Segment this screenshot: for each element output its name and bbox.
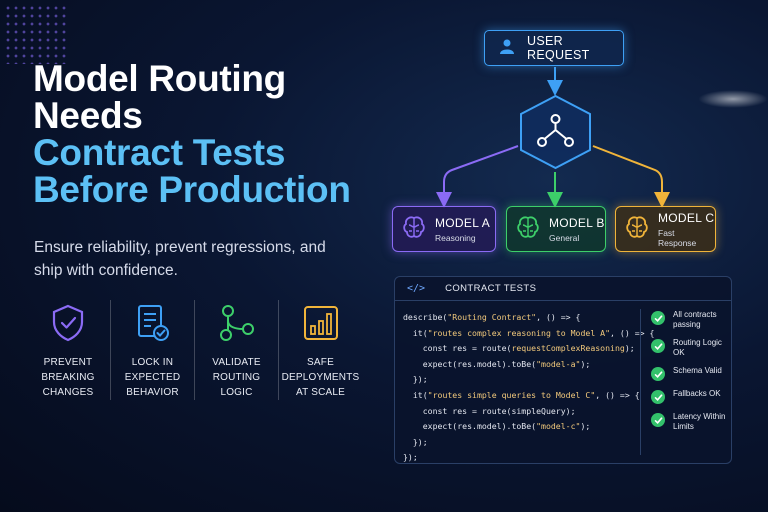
feature-validate-routing: VALIDATE ROUTING LOGIC — [194, 300, 278, 400]
document-check-icon — [134, 303, 172, 343]
check-label: All contracts passing — [673, 310, 717, 329]
user-request-label: USER REQUEST — [527, 34, 590, 62]
user-request-node: USER REQUEST — [484, 30, 624, 66]
check-circle-icon — [651, 311, 665, 325]
code-text: }); — [403, 452, 418, 463]
code-string: "model-c" — [536, 421, 581, 432]
check-circle-icon — [651, 390, 665, 404]
user-icon — [499, 38, 515, 59]
code-string: "model-a" — [536, 358, 581, 369]
check-item: Fallbacks OK — [651, 389, 733, 404]
code-text: it( — [403, 389, 428, 400]
brain-icon — [401, 214, 427, 245]
headline-line-2: Needs — [33, 95, 143, 136]
model-title: MODEL A — [435, 215, 491, 230]
code-text: ); — [580, 421, 591, 432]
feature-label: PREVENT BREAKING CHANGES — [41, 357, 95, 398]
check-label: Latency Within Limits — [673, 412, 726, 431]
code-line: }); — [403, 372, 654, 388]
code-text: const res = route(simpleQuery); — [403, 405, 576, 416]
feature-list: PREVENT BREAKING CHANGES LOCK IN EXPECTE… — [26, 300, 362, 400]
code-tag-icon: </> — [407, 283, 426, 294]
model-subtitle: Reasoning — [435, 232, 476, 243]
check-circle-icon — [651, 367, 665, 381]
headline: Model Routing Needs Contract Tests Befor… — [33, 60, 351, 208]
code-line: expect(res.model).toBe("model-a"); — [403, 357, 654, 373]
decorative-dot-grid — [4, 4, 68, 64]
feature-label: VALIDATE ROUTING LOGIC — [212, 357, 261, 398]
router-node — [520, 94, 591, 170]
check-label: Fallbacks OK — [673, 389, 721, 398]
feature-label: SAFE DEPLOYMENTS AT SCALE — [281, 357, 360, 398]
model-title: MODEL C — [658, 210, 715, 225]
test-code-block: describe("Routing Contract", () => { it(… — [403, 310, 654, 466]
code-text: expect(res.model).toBe( — [403, 358, 537, 369]
headline-line-3: Contract Tests — [33, 132, 286, 173]
check-label: Schema Valid — [673, 366, 722, 375]
router-branch-icon — [537, 114, 574, 147]
code-line: describe("Routing Contract", () => { — [403, 310, 654, 326]
brain-icon — [624, 214, 650, 245]
code-text: describe( — [403, 312, 448, 322]
code-string: "routes simple queries to Model C" — [427, 389, 596, 400]
model-subtitle: General — [549, 232, 580, 243]
connector-router-model-c — [592, 145, 670, 208]
code-text: ); — [580, 358, 591, 369]
check-circle-icon — [651, 339, 665, 353]
check-label: Routing Logic OK — [673, 338, 722, 357]
model-subtitle: Fast Response — [658, 227, 697, 248]
routing-flow-icon — [218, 303, 256, 343]
code-text: , () => { — [536, 312, 581, 322]
code-text: it( — [403, 327, 428, 338]
code-line: }); — [403, 435, 654, 451]
shield-check-icon — [49, 303, 87, 343]
feature-prevent-breaking-changes: PREVENT BREAKING CHANGES — [26, 300, 110, 400]
background-light-glow — [698, 90, 768, 108]
headline-line-4: Before Production — [33, 169, 351, 210]
code-line: }); — [403, 450, 654, 466]
feature-lock-in-behavior: LOCK IN EXPECTED BEHAVIOR — [110, 300, 194, 400]
feature-label: LOCK IN EXPECTED BEHAVIOR — [124, 357, 181, 398]
model-a-node: MODEL A Reasoning — [392, 206, 496, 252]
code-text: ); — [624, 343, 635, 354]
feature-safe-deployments: SAFE DEPLOYMENTS AT SCALE — [278, 300, 362, 400]
code-line: it("routes simple queries to Model C", (… — [403, 388, 654, 404]
code-line: const res = route(simpleQuery); — [403, 404, 654, 420]
code-text: , () => { — [595, 389, 640, 400]
model-title: MODEL B — [549, 215, 605, 230]
code-string: "routes complex reasoning to Model A" — [427, 327, 611, 338]
model-c-node: MODEL C Fast Response — [615, 206, 716, 252]
panel-title: CONTRACT TESTS — [445, 283, 537, 294]
code-text: , () => { — [610, 327, 655, 338]
code-string: requestComplexReasoning — [511, 343, 625, 354]
code-string: "Routing Contract" — [447, 312, 537, 322]
model-b-node: MODEL B General — [506, 206, 606, 252]
contract-tests-panel: </> CONTRACT TESTS describe("Routing Con… — [394, 276, 732, 464]
code-text: const res = route( — [403, 343, 512, 354]
panel-divider — [640, 309, 641, 455]
subtitle: Ensure reliability, prevent regressions,… — [34, 239, 326, 279]
code-text: expect(res.model).toBe( — [403, 421, 537, 432]
bar-chart-icon — [302, 303, 340, 343]
check-item: Schema Valid — [651, 366, 733, 381]
code-text: }); — [403, 374, 428, 385]
check-item: Routing Logic OK — [651, 338, 733, 358]
check-circle-icon — [651, 413, 665, 427]
check-item: All contracts passing — [651, 310, 733, 330]
headline-line-1: Model Routing — [33, 58, 286, 99]
panel-header: </> CONTRACT TESTS — [395, 277, 731, 301]
code-text: }); — [403, 436, 428, 447]
code-line: const res = route(requestComplexReasonin… — [403, 341, 654, 357]
check-item: Latency Within Limits — [651, 412, 733, 432]
code-line: it("routes complex reasoning to Model A"… — [403, 326, 655, 342]
connector-router-model-a — [436, 145, 519, 208]
code-line: expect(res.model).toBe("model-c"); — [403, 419, 654, 435]
brain-icon — [515, 214, 541, 245]
